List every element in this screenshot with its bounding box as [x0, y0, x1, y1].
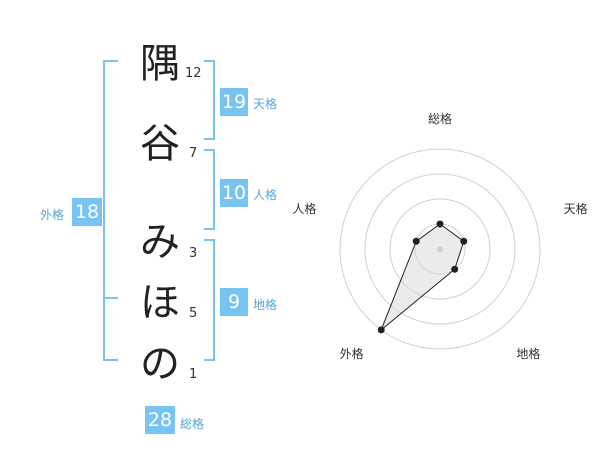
- radar-ring-3: [364, 173, 516, 325]
- tenkaku-bracket: [204, 60, 215, 140]
- gaikaku-label: 外格: [40, 208, 65, 222]
- name-char-4: ほ: [140, 280, 180, 326]
- stroke-count-5: 1: [189, 367, 198, 382]
- soukaku-value-badge: 28: [145, 406, 175, 434]
- jinkaku-label: 人格: [253, 188, 278, 202]
- radar-point-2: [460, 237, 468, 245]
- radar-axis-label-5: 人格: [292, 201, 316, 216]
- radar-point-4: [377, 326, 385, 334]
- radar-axis-label-1: 総格: [428, 111, 452, 126]
- radar-point-5: [412, 237, 420, 245]
- chikaku-value-badge: 9: [220, 288, 248, 316]
- radar-axis-label-3: 地格: [516, 346, 540, 361]
- gaikaku-value-badge: 18: [72, 198, 102, 226]
- chikaku-bracket: [204, 239, 215, 361]
- jinkaku-bracket: [204, 149, 215, 230]
- stroke-count-1: 12: [185, 66, 202, 81]
- name-char-1: 隅: [140, 41, 180, 87]
- radar-point-1: [436, 220, 444, 228]
- chikaku-label: 地格: [253, 298, 278, 312]
- radar-ring-2: [389, 198, 491, 300]
- radar-series-area: [380, 223, 465, 331]
- name-char-3: み: [140, 219, 180, 265]
- gaikaku-bracket: [103, 60, 118, 361]
- name-char-5: の: [140, 341, 180, 387]
- tenkaku-value-badge: 19: [220, 88, 248, 116]
- soukaku-label: 総格: [180, 417, 205, 431]
- radar-ring-4: [339, 148, 541, 350]
- stroke-count-4: 5: [189, 306, 198, 321]
- name-char-2: 谷: [140, 121, 180, 167]
- stroke-count-2: 7: [189, 146, 198, 161]
- radar-axis-label-2: 天格: [564, 201, 588, 216]
- jinkaku-value-badge: 10: [220, 179, 248, 207]
- radar-axis-label-4: 外格: [340, 346, 364, 361]
- radar-point-3: [451, 265, 459, 273]
- stroke-count-3: 3: [189, 246, 198, 261]
- radar-center-dot: [437, 246, 443, 252]
- tenkaku-label: 天格: [253, 97, 278, 111]
